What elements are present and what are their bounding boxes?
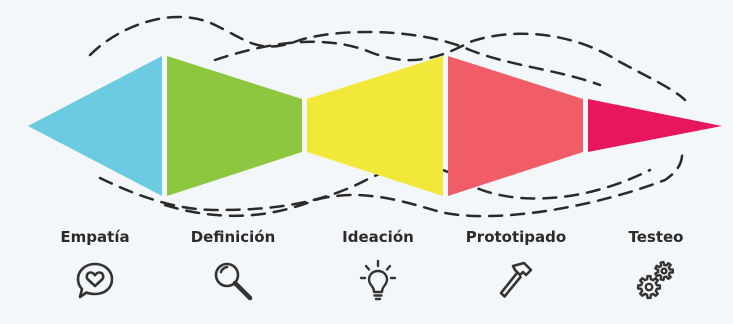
stage-shape-definicion [167,56,302,196]
dashed-line-bottom-2 [163,148,684,218]
dashed-line-bottom-1 [98,164,652,212]
magnifier-icon [214,262,253,301]
gears-icon [636,260,675,300]
gear-small [654,260,675,282]
stage-shape-empatia [28,56,162,196]
stage-label-testeo: Testeo [628,228,684,246]
stage-label-prototipado: Prototipado [465,228,567,246]
stage-label-ideacion: Ideación [342,228,414,246]
dashed-line-top-1 [88,15,602,87]
gear-large [636,274,662,300]
hammer-icon [499,261,533,298]
stage-shape-ideacion [307,56,443,196]
stage-shape-prototipado [448,56,583,196]
dashed-line-top-2 [213,32,687,102]
stage-shape-testeo [588,99,722,152]
stage-label-definicion: Definición [190,228,276,246]
stage-label-empatia: Empatía [60,228,130,246]
lightbulb-icon [359,259,397,301]
heart-chat-icon [76,262,114,299]
dashed-flow-lines [88,15,687,218]
